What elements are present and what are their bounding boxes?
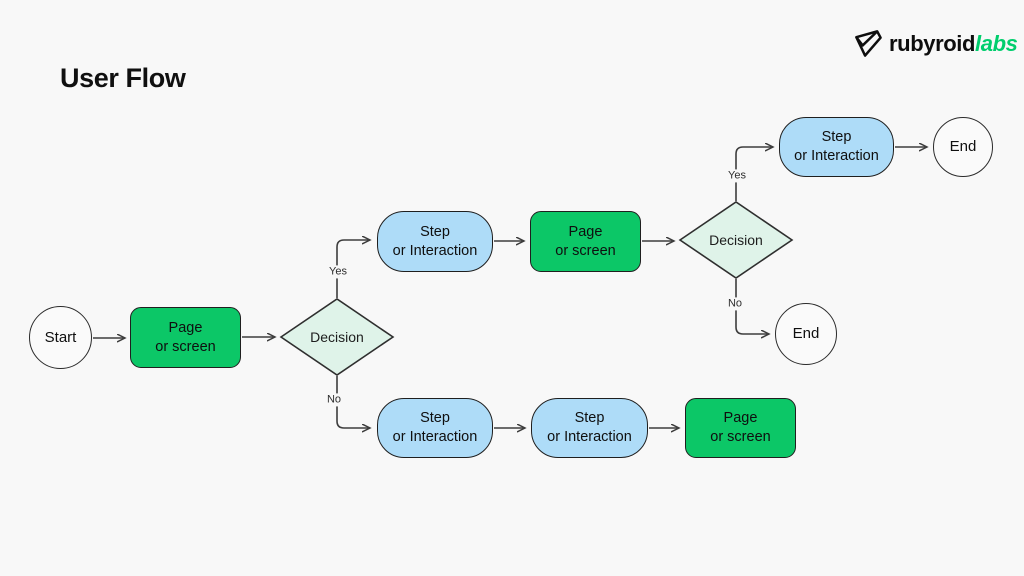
step-or-interaction-node-bottom-1: Step or Interaction (377, 398, 493, 458)
page-title: User Flow (60, 63, 186, 93)
edge-decision2-yes (735, 147, 773, 201)
start-node: Start (29, 306, 92, 369)
step-or-interaction-node-bottom-2: Step or Interaction (531, 398, 648, 458)
edge-decision1-yes (336, 240, 370, 298)
page-or-screen-node-2: Page or screen (530, 211, 641, 272)
step-or-interaction-node-mid: Step or Interaction (377, 211, 493, 272)
rubyroidlabs-logo: rubyroidlabs (852, 28, 1018, 59)
step-or-interaction-node-top: Step or Interaction (779, 117, 894, 177)
decision-label-2: Decision (709, 232, 763, 248)
edge-label-no-2: No (724, 297, 746, 311)
gem-icon (852, 28, 883, 59)
edge-label-yes-2: Yes (725, 169, 749, 183)
page-or-screen-node-3: Page or screen (685, 398, 796, 458)
logo-suffix: labs (975, 30, 1018, 56)
decision-label-1: Decision (310, 329, 364, 345)
edge-label-yes-1: Yes (326, 265, 350, 279)
edge-label-no-1: No (323, 393, 345, 407)
edge-decision1-no (336, 376, 370, 428)
logo-wordmark: rubyroidlabs (889, 30, 1018, 57)
logo-brand: rubyroid (889, 30, 976, 56)
page-or-screen-node-1: Page or screen (130, 307, 241, 368)
decision-diamond-1 (279, 298, 395, 376)
end-node-1: End (933, 117, 993, 177)
end-node-2: End (775, 303, 837, 365)
edge-decision2-no (735, 279, 769, 334)
decision-diamond-2 (678, 201, 794, 279)
